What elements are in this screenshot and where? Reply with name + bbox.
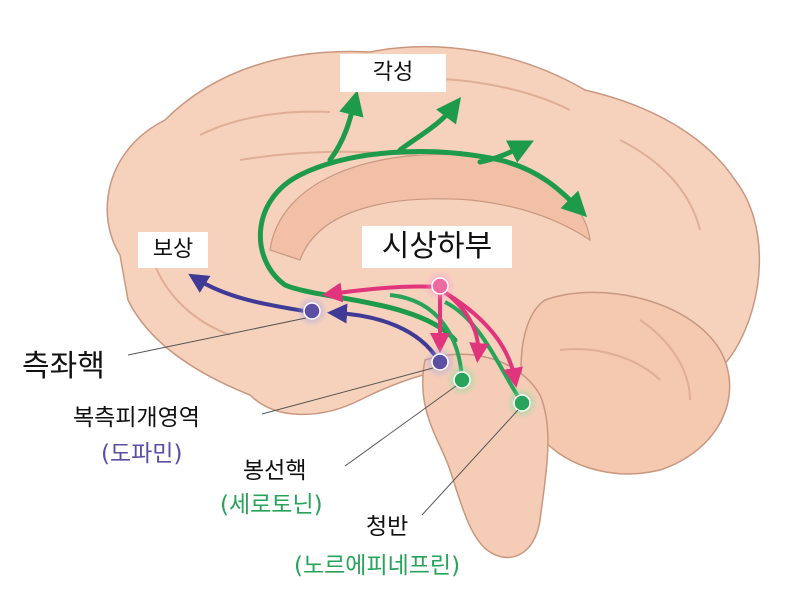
locus-coeruleus-node: [513, 394, 531, 412]
raphe-label: 봉선핵: [243, 458, 307, 484]
arousal-label: 각성: [340, 54, 446, 92]
hypothalamus-node: [431, 277, 449, 295]
vta-label: 복측피개영역: [73, 405, 200, 431]
pointer-lines: [127, 317, 519, 516]
brainstem-shape: [421, 353, 549, 559]
reward-label: 보상: [138, 232, 208, 268]
raphe-transmitter-label: (세로토닌): [220, 492, 323, 518]
locus-coeruleus-label: 청반: [362, 514, 413, 541]
nucleus-accumbens-node: [303, 302, 321, 320]
hypothalamus-label: 시상하부: [362, 226, 512, 268]
lc-transmitter-label: (노르에피네프린): [290, 553, 465, 580]
raphe-node: [453, 371, 471, 389]
nucleus-accumbens-label: 측좌핵: [22, 349, 105, 384]
vta-node: [431, 353, 449, 371]
corpus-callosum: [269, 153, 591, 261]
vta-transmitter-label: (도파민): [101, 441, 183, 467]
